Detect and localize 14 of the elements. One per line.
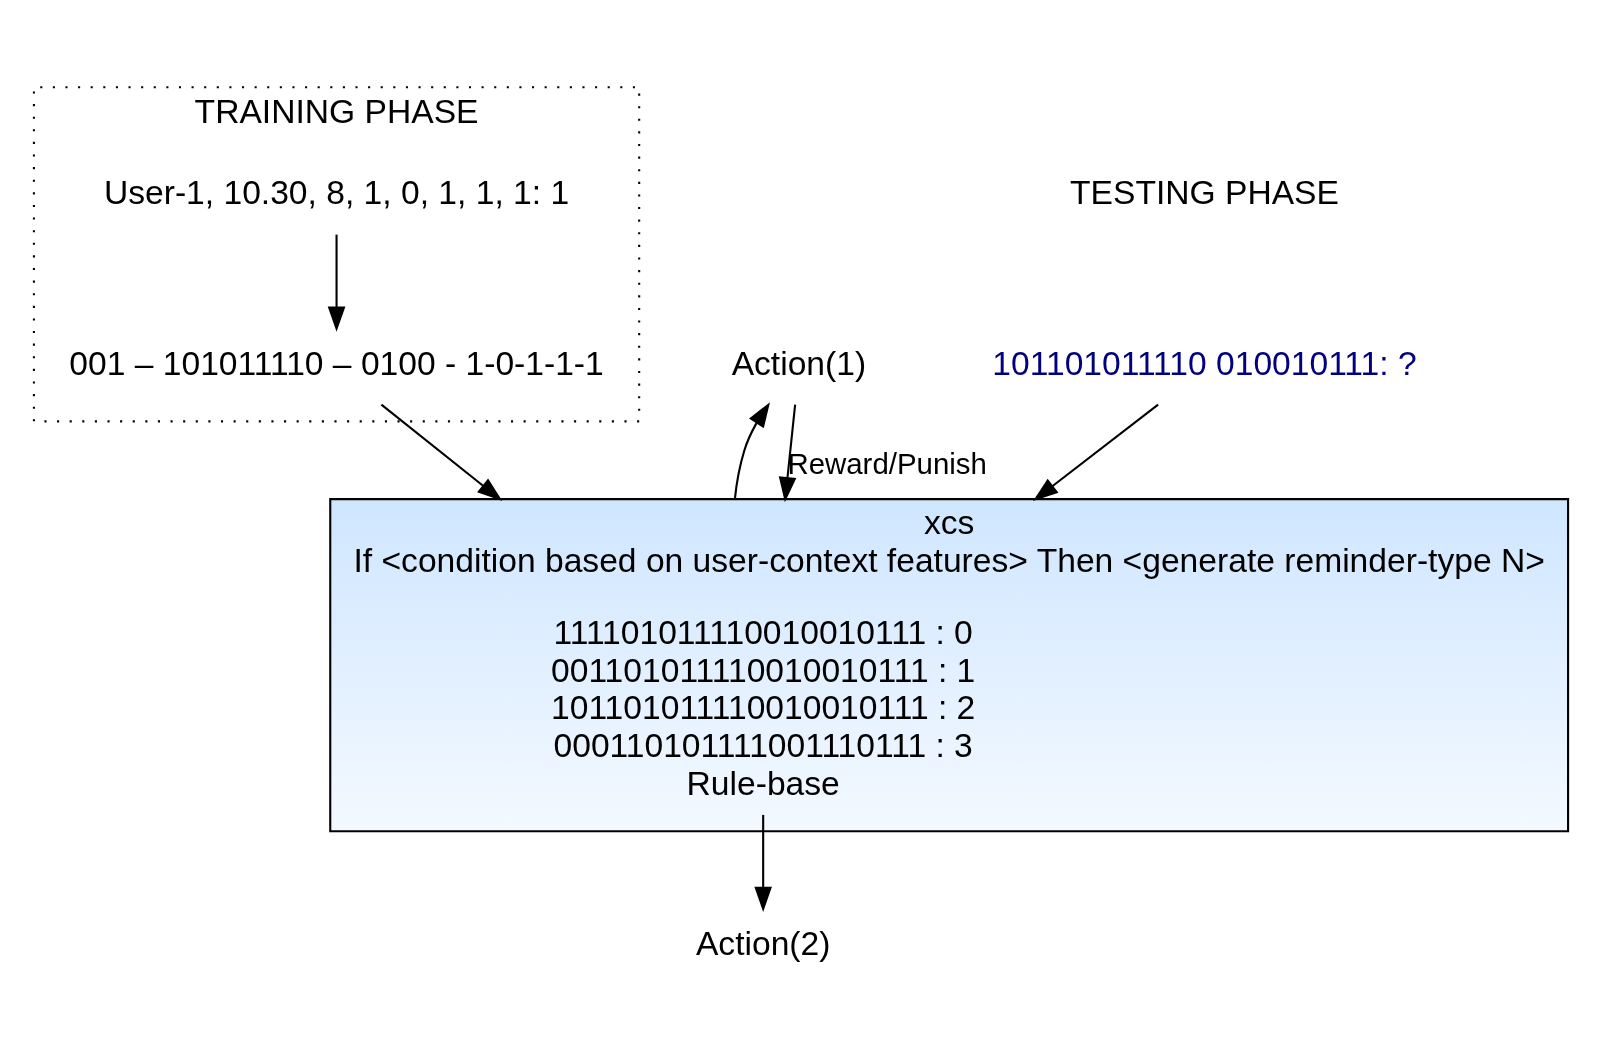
node-text: 111101011110010010111 : 0 001101011110010010111 : 1 101101011110010010111 : 2 000110101111001110111 : 3 Rule-base — [551, 613, 976, 803]
edge-label: Reward/Punish — [787, 447, 987, 481]
arrow — [327, 234, 346, 332]
node-text: 101101011110 010010111: ? — [992, 344, 1417, 382]
arrow — [733, 402, 770, 500]
node-text: Action(1) — [731, 344, 867, 382]
arrow — [778, 404, 797, 503]
arrow — [754, 814, 772, 912]
arrow — [1033, 403, 1159, 502]
node-text: Action(2) — [695, 924, 831, 962]
label: TESTING PHASE — [1070, 174, 1339, 212]
node-text: User-1, 10.30, 8, 1, 0, 1, 1, 1: 1 — [103, 174, 570, 212]
node-text: 001 – 101011110 – 0100 - 1-0-1-1-1 — [69, 344, 604, 382]
arrow — [380, 403, 503, 502]
